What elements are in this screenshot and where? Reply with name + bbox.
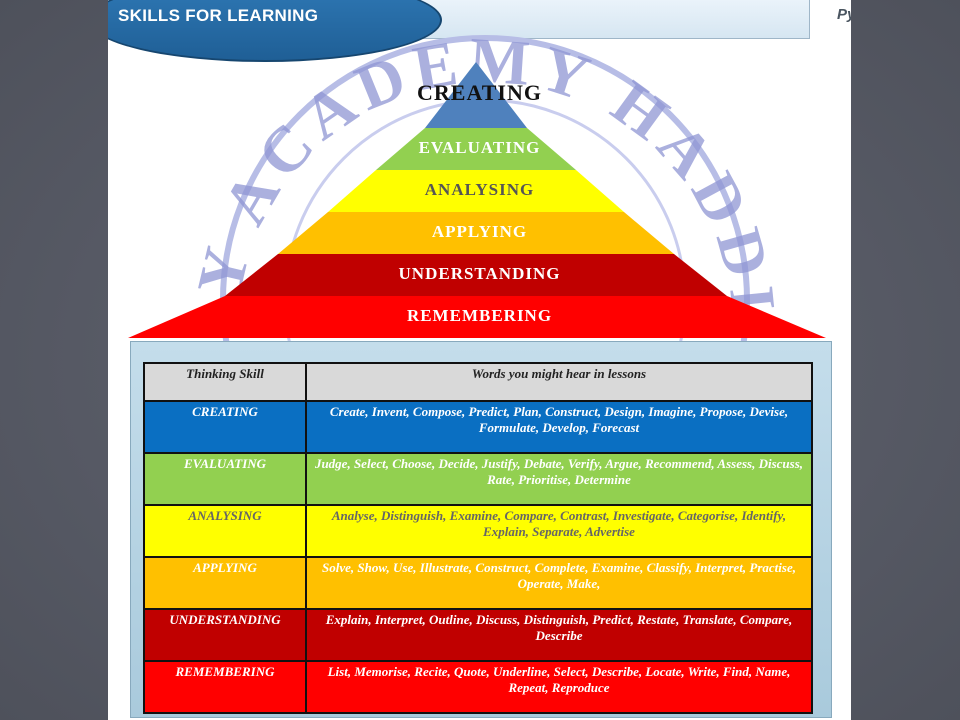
header-bar: Pyramid <box>398 0 851 39</box>
table-header-row: Thinking Skill Words you might hear in l… <box>143 362 813 402</box>
table-row: EVALUATING Judge, Select, Choose, Decide… <box>143 452 813 506</box>
words-cell: Judge, Select, Choose, Decide, Justify, … <box>305 452 813 506</box>
skill-cell: REMEMBERING <box>143 660 307 714</box>
pyramid-label-applying: APPLYING <box>431 222 528 241</box>
pyramid-level-understanding <box>225 254 727 296</box>
table-row: ANALYSING Analyse, Distinguish, Examine,… <box>143 504 813 558</box>
pyramid-level-creating <box>425 62 527 128</box>
pyramid-level-applying <box>278 212 674 254</box>
words-cell: Analyse, Distinguish, Examine, Compare, … <box>305 504 813 558</box>
skill-cell: EVALUATING <box>143 452 307 506</box>
table-row: APPLYING Solve, Show, Use, Illustrate, C… <box>143 556 813 610</box>
thinking-skills-table: Thinking Skill Words you might hear in l… <box>143 362 813 714</box>
table-row: UNDERSTANDING Explain, Interpret, Outlin… <box>143 608 813 662</box>
words-cell: Solve, Show, Use, Illustrate, Construct,… <box>305 556 813 610</box>
words-cell: Explain, Interpret, Outline, Discuss, Di… <box>305 608 813 662</box>
skill-cell: APPLYING <box>143 556 307 610</box>
pyramid-label-analysing: ANALYSING <box>424 180 535 199</box>
table-row: REMEMBERING List, Memorise, Recite, Quot… <box>143 660 813 714</box>
pyramid-level-remembering <box>128 296 826 338</box>
words-cell: Create, Invent, Compose, Predict, Plan, … <box>305 400 813 454</box>
pyramid-level-evaluating <box>376 128 576 170</box>
header-subtitle: Pyramid <box>837 6 851 23</box>
pyramid-label-creating: CREATING <box>417 80 542 105</box>
pyramid-label-understanding: UNDERSTANDING <box>398 264 561 283</box>
header-title: SKILLS FOR LEARNING <box>118 6 319 25</box>
skill-cell: CREATING <box>143 400 307 454</box>
column-header-words: Words you might hear in lessons <box>305 362 813 402</box>
skill-cell: ANALYSING <box>143 504 307 558</box>
pyramid-level-analysing <box>328 170 624 212</box>
pyramid-label-remembering: REMEMBERING <box>406 306 553 325</box>
pyramid-label-evaluating: EVALUATING <box>418 138 541 157</box>
skill-cell: UNDERSTANDING <box>143 608 307 662</box>
learning-pyramid <box>128 62 826 338</box>
column-header-thinking-skill: Thinking Skill <box>143 362 307 402</box>
words-cell: List, Memorise, Recite, Quote, Underline… <box>305 660 813 714</box>
table-row: CREATING Create, Invent, Compose, Predic… <box>143 400 813 454</box>
